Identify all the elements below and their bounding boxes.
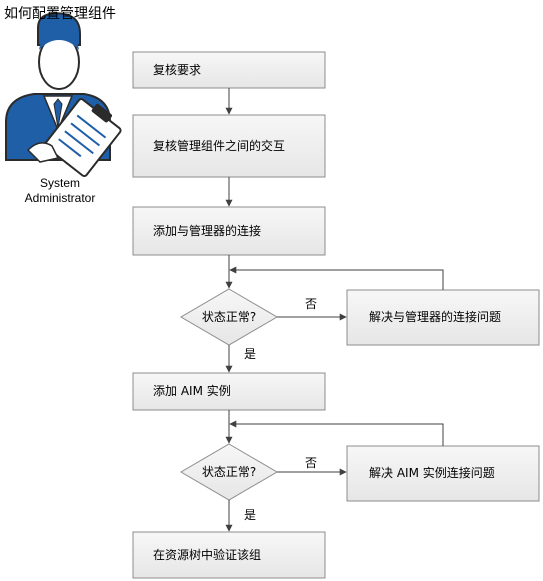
connector-loop-2 xyxy=(229,420,444,446)
step-box-add-manager-connection xyxy=(132,206,326,256)
step-box-add-aim-instance xyxy=(132,372,326,411)
actor-label-line2: Administrator xyxy=(24,191,96,205)
page-title: 如何配置管理组件 xyxy=(4,6,116,22)
decision-label-status-normal-2: 状态正常? xyxy=(201,465,257,479)
step-label-review-interactions: 复核管理组件之间的交互 xyxy=(153,139,286,153)
step-label-fix-manager-connection: 解决与管理器的连接问题 xyxy=(369,310,502,324)
step-label-verify-in-resource-tree: 在资源树中验证该组 xyxy=(153,548,262,562)
step-box-review-interactions xyxy=(132,114,326,178)
edge-label-yes-1: 是 xyxy=(244,347,257,361)
edge-label-no-1: 否 xyxy=(305,297,318,311)
connector-loop-1 xyxy=(229,266,444,290)
edge-label-no-2: 否 xyxy=(305,456,318,470)
decision-label-status-normal-1: 状态正常? xyxy=(201,310,257,324)
step-box-fix-aim-connection xyxy=(346,445,540,502)
step-label-add-manager-connection: 添加与管理器的连接 xyxy=(153,224,262,238)
step-box-review-requirements xyxy=(132,51,326,89)
step-label-add-aim-instance: 添加 AIM 实例 xyxy=(153,384,231,398)
actor-label: System Administrator xyxy=(6,176,114,206)
step-box-verify-in-resource-tree xyxy=(132,531,326,579)
step-label-fix-aim-connection: 解决 AIM 实例连接问题 xyxy=(369,466,495,480)
actor-label-line1: System xyxy=(39,176,80,190)
step-label-review-requirements: 复核要求 xyxy=(153,63,202,77)
edge-label-yes-2: 是 xyxy=(244,508,257,522)
administrator-with-clipboard-icon xyxy=(5,12,122,178)
step-box-fix-manager-connection xyxy=(346,289,540,346)
